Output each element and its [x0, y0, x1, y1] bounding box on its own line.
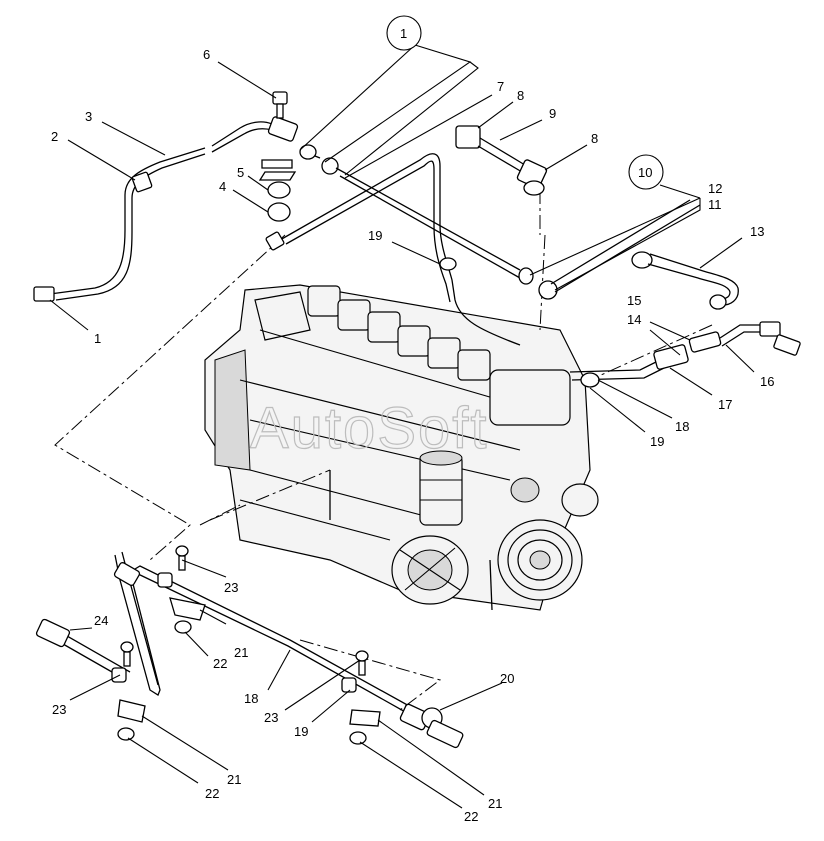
- upper-left-fuel-pipe: [33, 116, 299, 302]
- banjo-fitting: [33, 286, 55, 302]
- callout-12: 12: [708, 181, 722, 196]
- watermark: AutoSoft: [250, 396, 488, 461]
- callout-23b: 23: [52, 702, 66, 717]
- svg-text:10: 10: [638, 165, 652, 180]
- callout-15: 15: [627, 293, 641, 308]
- circled-callout-1: 1: [386, 15, 422, 51]
- callout-23a: 23: [224, 580, 238, 595]
- right-feed-line: [569, 321, 801, 388]
- callout-21b: 21: [227, 772, 241, 787]
- alternator: [391, 535, 469, 605]
- callout-19b: 19: [650, 434, 664, 449]
- callout-2: 2: [51, 129, 58, 144]
- crank-pulley: [497, 519, 583, 601]
- callout-17: 17: [718, 397, 732, 412]
- fuel-filter: [419, 450, 463, 526]
- callout-22c: 22: [464, 809, 478, 824]
- callout-21a: 21: [234, 645, 248, 660]
- union-nut: [267, 116, 299, 142]
- leader-lines: [49, 44, 755, 809]
- pipe-clamp-middle: [341, 677, 357, 693]
- callout-13: 13: [750, 224, 764, 239]
- callout-16: 16: [760, 374, 774, 389]
- injection-pump: [489, 369, 599, 517]
- pipe-with-elbows: [455, 125, 548, 196]
- callout-22a: 22: [213, 656, 227, 671]
- pipe-clamp-upper: [157, 572, 173, 588]
- callout-4: 4: [219, 179, 226, 194]
- return-pipe: [631, 251, 739, 310]
- callout-19c: 19: [294, 724, 308, 739]
- lower-fuel-pipe-assembly: [35, 545, 464, 749]
- callout-3: 3: [85, 109, 92, 124]
- callout-18b: 18: [244, 691, 258, 706]
- callout-6: 6: [203, 47, 210, 62]
- svg-text:1: 1: [400, 26, 407, 41]
- callout-9: 9: [549, 106, 556, 121]
- callout-21c: 21: [488, 796, 502, 811]
- bolt-nut-stack: [258, 91, 297, 222]
- callout-8a: 8: [517, 88, 524, 103]
- fuel-line-bundle: [265, 144, 701, 346]
- engine-assembly: [204, 284, 599, 611]
- callout-22b: 22: [205, 786, 219, 801]
- callout-5: 5: [237, 165, 244, 180]
- callout-19a: 19: [368, 228, 382, 243]
- callout-1: 1: [94, 331, 101, 346]
- callout-18a: 18: [675, 419, 689, 434]
- callout-20: 20: [500, 671, 514, 686]
- pipe-clamp: [131, 171, 153, 193]
- callout-labels: 1 2 3 4 5 6 7 8 9 8 12 11 13 19 15 14 16…: [51, 47, 774, 824]
- callout-7: 7: [497, 79, 504, 94]
- circled-callout-10: 10: [628, 154, 664, 190]
- callout-24: 24: [94, 613, 108, 628]
- injector-row: [307, 285, 491, 381]
- callout-14: 14: [627, 312, 641, 327]
- callout-8b: 8: [591, 131, 598, 146]
- callout-23c: 23: [264, 710, 278, 725]
- callout-11: 11: [708, 197, 722, 212]
